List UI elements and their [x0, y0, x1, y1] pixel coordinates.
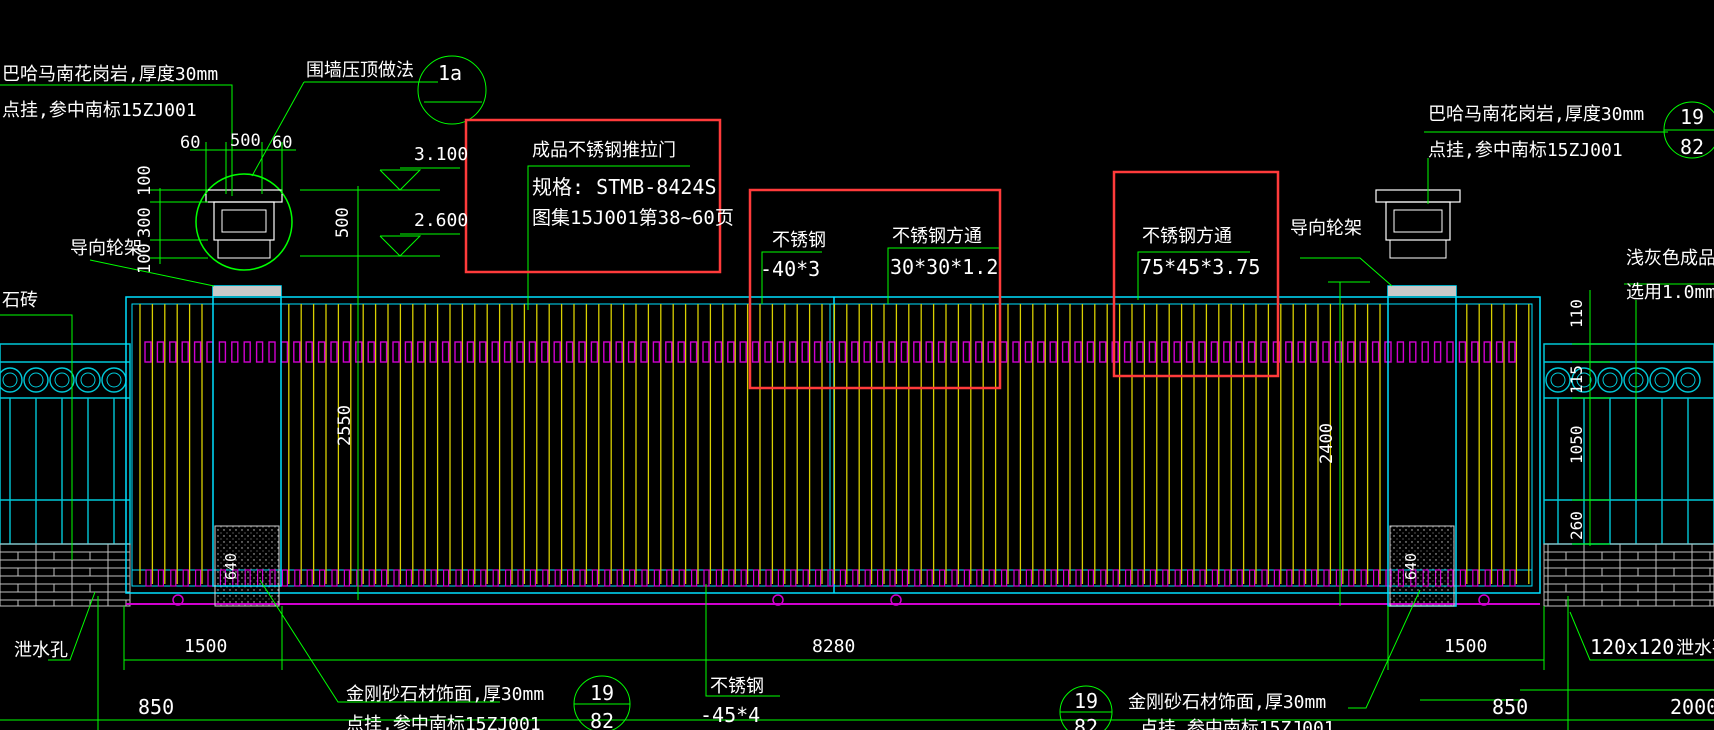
dim-100-upper: 100: [135, 165, 155, 196]
elev-2600: 2.600: [414, 210, 468, 231]
label-stone-brick: 石砖: [2, 290, 38, 311]
label-drain-left: 泄水孔: [14, 640, 68, 661]
detail-bubble-19-br: 19: [1074, 689, 1098, 713]
callout-gate-spec: 规格: STMB-8424S: [532, 175, 717, 199]
dim-110: 110: [1567, 299, 1586, 328]
dim-2550: 2550: [335, 405, 355, 446]
dim-1500-right: 1500: [1444, 636, 1487, 657]
detail-bubble-1a: 1a: [438, 61, 462, 85]
label-wall-cap: 围墙压顶做法: [306, 60, 414, 81]
dim-500-vertical: 500: [333, 207, 353, 238]
label-emery-right-2: 点挂,参中南标15ZJ001: [1140, 718, 1335, 730]
dim-115: 115: [1567, 365, 1586, 394]
dim-850-left: 850: [138, 695, 174, 719]
callout-ss-flat-1: 不锈钢: [772, 230, 826, 251]
label-guide-right: 导向轮架: [1290, 218, 1362, 239]
callout-gate-atlas: 图集15J001第38~60页: [532, 207, 734, 229]
dim-2000: 2000: [1670, 695, 1714, 719]
label-ss-bottom-2: -45*4: [700, 703, 760, 727]
label-emery-left-1: 金刚砂石材饰面,厚30mm: [346, 684, 544, 705]
dim-100-lower: 100: [135, 243, 155, 274]
highlight-boxes: [464, 118, 1280, 390]
label-paint-2: 选用1.0mm厚: [1626, 282, 1714, 303]
left-fence: [0, 343, 131, 607]
dim-850-right: 850: [1492, 695, 1528, 719]
dim-8280: 8280: [812, 636, 855, 657]
right-pier: [1375, 189, 1461, 607]
dim-640-left: 640: [222, 553, 240, 580]
callout-gate-title: 成品不锈钢推拉门: [532, 140, 676, 161]
label-granite-right-1: 巴哈马南花岗岩,厚度30mm: [1428, 104, 1644, 125]
highlight-box-gate-spec: [464, 118, 722, 274]
dim-60-right: 60: [272, 133, 292, 153]
callout-ss-tube-big-1: 不锈钢方通: [1142, 226, 1232, 247]
highlight-box-ss-tube-large: [1112, 170, 1280, 378]
callout-ss-tube-1: 不锈钢方通: [892, 226, 982, 247]
detail-bubble-19-bl: 19: [590, 681, 614, 705]
dim-1050: 1050: [1567, 425, 1586, 464]
dim-60-left: 60: [180, 133, 200, 153]
dim-2400: 2400: [1317, 423, 1337, 464]
label-size-120: 120x120: [1590, 635, 1674, 659]
annotations: 巴哈马南花岗岩,厚度30mm 点挂,参中南标15ZJ001 围墙压顶做法 1a …: [2, 60, 1714, 730]
dim-500-top: 500: [230, 131, 261, 151]
label-emery-left-2: 点挂,参中南标15ZJ001: [346, 714, 541, 730]
dim-300: 300: [135, 207, 155, 238]
label-drain-right: 泄水孔: [1676, 638, 1714, 659]
elev-3100: 3.100: [414, 144, 468, 165]
label-granite-left-2: 点挂,参中南标15ZJ001: [2, 100, 197, 121]
label-paint-1: 浅灰色成品铁艺: [1626, 248, 1714, 269]
label-emery-right-1: 金刚砂石材饰面,厚30mm: [1128, 692, 1326, 713]
callout-ss-flat-2: -40*3: [760, 257, 820, 281]
detail-bubble-82-bl: 82: [590, 709, 614, 730]
dim-640-right: 640: [1402, 553, 1420, 580]
label-granite-left-1: 巴哈马南花岗岩,厚度30mm: [2, 64, 218, 85]
detail-bubble-82-top: 82: [1680, 135, 1704, 159]
label-granite-right-2: 点挂,参中南标15ZJ001: [1428, 140, 1623, 161]
highlight-box-ss-tube-small: [748, 188, 1002, 390]
sliding-gate: [125, 296, 1541, 606]
dimension-lines: [0, 55, 1714, 730]
callout-ss-tube-big-2: 75*45*3.75: [1140, 255, 1260, 279]
label-guide-left: 导向轮架: [70, 238, 142, 259]
left-pier: [195, 173, 293, 607]
dim-1500-left: 1500: [184, 636, 227, 657]
dim-260: 260: [1567, 511, 1586, 540]
detail-bubble-19-top: 19: [1680, 105, 1704, 129]
callout-ss-tube-2: 30*30*1.2: [890, 255, 998, 279]
detail-bubble-82-br: 82: [1074, 715, 1098, 730]
label-ss-bottom-1: 不锈钢: [710, 676, 764, 697]
